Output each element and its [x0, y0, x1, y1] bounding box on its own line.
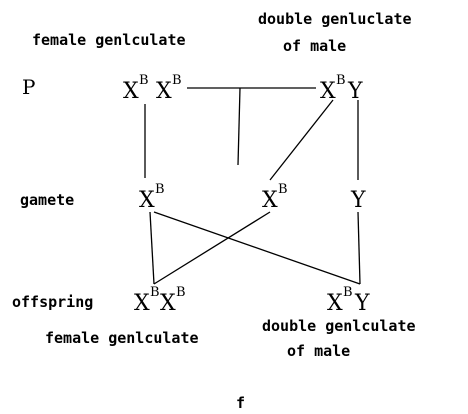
parent-male-genotype: X B Y	[320, 73, 363, 104]
offspring-male-title-line2: of male	[287, 342, 350, 360]
allele-b-superscript: B	[176, 285, 186, 300]
offspring-male-genotype: X B Y	[327, 285, 370, 316]
fertilization-line	[149, 211, 155, 285]
offspring-female-title: female genlculate	[45, 329, 199, 347]
allele-x: X	[262, 188, 278, 213]
allele-b-superscript: B	[336, 73, 346, 88]
parent-male-title-line2: of male	[283, 37, 346, 55]
parent-male-title-line1: double genluclate	[258, 10, 412, 28]
gamete-male-x: X B	[262, 182, 288, 213]
generation-offspring-label: offspring	[12, 293, 93, 311]
offspring-female-genotype: X B X B	[134, 285, 186, 316]
male-meiosis-line-x	[269, 99, 334, 181]
allele-b-superscript: B	[150, 285, 160, 300]
allele-y: Y	[354, 291, 370, 316]
parent-female-title: female genlculate	[32, 31, 186, 49]
allele-x: X	[134, 291, 150, 316]
allele-x: X	[156, 79, 172, 104]
fertilization-line	[357, 211, 361, 285]
allele-x: X	[320, 79, 336, 104]
allele-b-superscript: B	[139, 73, 149, 88]
fertilization-line	[153, 211, 361, 285]
allele-b-superscript: B	[155, 182, 165, 197]
cross-line-stem	[237, 87, 241, 166]
offspring-male-title-line1: double genlculate	[262, 317, 416, 335]
generation-gamete-label: gamete	[20, 191, 74, 209]
gamete-female: X B	[139, 182, 165, 213]
allele-b-superscript: B	[172, 73, 182, 88]
allele-y: Y	[350, 188, 366, 213]
allele-x: X	[327, 291, 343, 316]
generation-p-label: P	[22, 75, 35, 99]
allele-y: Y	[347, 79, 363, 104]
fertilization-line	[153, 211, 271, 285]
gamete-male-y: Y	[350, 188, 366, 213]
parent-female-genotype: X B X B	[123, 73, 182, 104]
allele-x: X	[160, 291, 176, 316]
allele-b-superscript: B	[343, 285, 353, 300]
allele-x: X	[139, 188, 155, 213]
caption: f	[236, 394, 245, 412]
allele-b-superscript: B	[278, 182, 288, 197]
allele-x: X	[123, 79, 139, 104]
